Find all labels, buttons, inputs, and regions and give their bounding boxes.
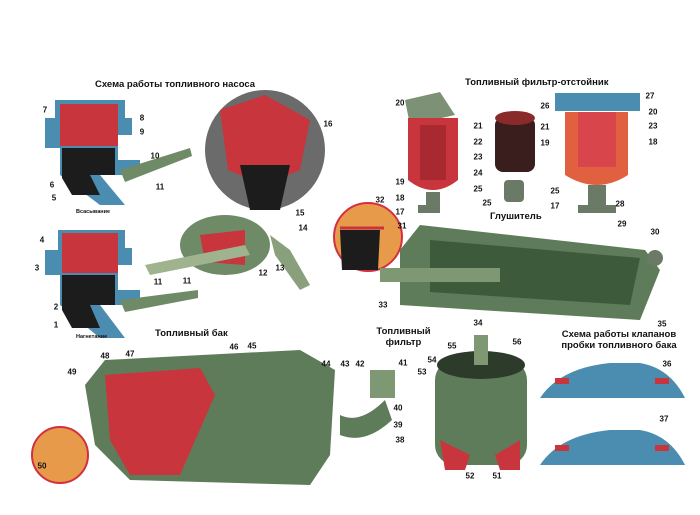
- callout-number: 20: [395, 98, 405, 108]
- callout-number: 33: [378, 300, 388, 310]
- magnified-detail-32: [333, 202, 403, 272]
- callout-number: 11: [153, 277, 163, 287]
- callout-number: 21: [473, 121, 483, 131]
- discharge-caption: Нагнетание: [76, 334, 108, 340]
- callout-number: 25: [482, 198, 492, 208]
- callout-number: 18: [395, 193, 405, 203]
- callout-number: 36: [662, 359, 672, 369]
- pump-discharge-section: [45, 230, 198, 338]
- fuel-filter: [435, 335, 527, 470]
- callout-number: 54: [427, 355, 437, 365]
- cap-valve-scheme-open: [540, 430, 685, 465]
- suction-caption: Всасывание: [76, 209, 111, 215]
- fuel-tank-title: Топливный бак: [155, 328, 228, 339]
- callout-number: 23: [473, 152, 483, 162]
- callout-number: 6: [49, 180, 55, 190]
- callout-number: 48: [100, 351, 110, 361]
- callout-number: 5: [51, 193, 57, 203]
- callout-number: 17: [550, 201, 560, 211]
- fuel-tank: [31, 350, 395, 485]
- callout-number: 8: [139, 113, 145, 123]
- callout-number: 56: [512, 337, 522, 347]
- callout-number: 4: [39, 235, 45, 245]
- callout-number: 12: [258, 268, 268, 278]
- callout-number: 26: [540, 101, 550, 111]
- callout-number: 7: [42, 105, 48, 115]
- pump-suction-section: [45, 100, 192, 205]
- callout-number: 55: [447, 341, 457, 351]
- callout-number: 27: [645, 91, 655, 101]
- callout-number: 47: [125, 349, 135, 359]
- callout-number: 39: [393, 420, 403, 430]
- callout-number: 34: [473, 318, 483, 328]
- callout-number: 19: [395, 177, 405, 187]
- fuel-pump-scheme-title: Схема работы топливного насоса: [95, 79, 256, 90]
- settling-filter-title: Топливный фильтр-отстойник: [465, 77, 609, 88]
- callout-number: 40: [393, 403, 403, 413]
- pump-cutaway: [145, 90, 325, 290]
- callout-number: 50: [37, 461, 47, 471]
- fuel-filter-title-line2: фильтр: [385, 337, 422, 348]
- callout-number: 1: [53, 320, 59, 330]
- callout-number: 15: [295, 208, 305, 218]
- muffler: [380, 225, 663, 320]
- callout-number: 17: [395, 207, 405, 217]
- callout-number: 25: [473, 184, 483, 194]
- filter-element: [495, 111, 535, 202]
- callout-number: 31: [397, 221, 407, 231]
- callout-number: 10: [150, 151, 160, 161]
- callout-number: 3: [34, 263, 40, 273]
- callout-number: 28: [615, 199, 625, 209]
- callout-number: 21: [540, 122, 550, 132]
- callout-number: 52: [465, 471, 475, 481]
- callout-number: 32: [375, 195, 385, 205]
- callout-number: 51: [492, 471, 502, 481]
- callout-number: 35: [657, 319, 667, 329]
- callout-number: 18: [648, 137, 658, 147]
- callout-number: 13: [275, 263, 285, 273]
- settling-filter-right: [555, 93, 640, 213]
- callout-number: 16: [323, 119, 333, 129]
- cap-valves-title-line2: пробки топливного бака: [561, 340, 677, 351]
- callout-number: 24: [473, 168, 483, 178]
- muffler-title: Глушитель: [490, 211, 542, 222]
- callout-number: 30: [650, 227, 660, 237]
- callout-number: 2: [53, 302, 59, 312]
- callout-number: 53: [417, 367, 427, 377]
- callout-number: 29: [617, 219, 627, 229]
- callout-number: 42: [355, 359, 365, 369]
- cap-valve-scheme-closed: [540, 363, 685, 398]
- callout-number: 45: [247, 341, 257, 351]
- callout-number: 41: [398, 358, 408, 368]
- callout-number: 44: [321, 359, 331, 369]
- fuel-filter-title-line1: Топливный: [376, 326, 431, 337]
- callout-number: 25: [550, 186, 560, 196]
- callout-number: 23: [648, 121, 658, 131]
- callout-number: 46: [229, 342, 239, 352]
- cap-valves-title-line1: Схема работы клапанов: [561, 329, 677, 340]
- callout-number: 11: [182, 276, 192, 286]
- callout-number: 14: [298, 223, 308, 233]
- callout-number: 22: [473, 137, 483, 147]
- callout-number: 37: [659, 414, 669, 424]
- callout-number: 38: [395, 435, 405, 445]
- callout-number: 9: [139, 127, 145, 137]
- callout-number: 43: [340, 359, 350, 369]
- callout-number: 49: [67, 367, 77, 377]
- settling-filter-left: [405, 92, 458, 213]
- callout-number: 19: [540, 138, 550, 148]
- callout-number: 11: [155, 182, 165, 192]
- callout-number: 20: [648, 107, 658, 117]
